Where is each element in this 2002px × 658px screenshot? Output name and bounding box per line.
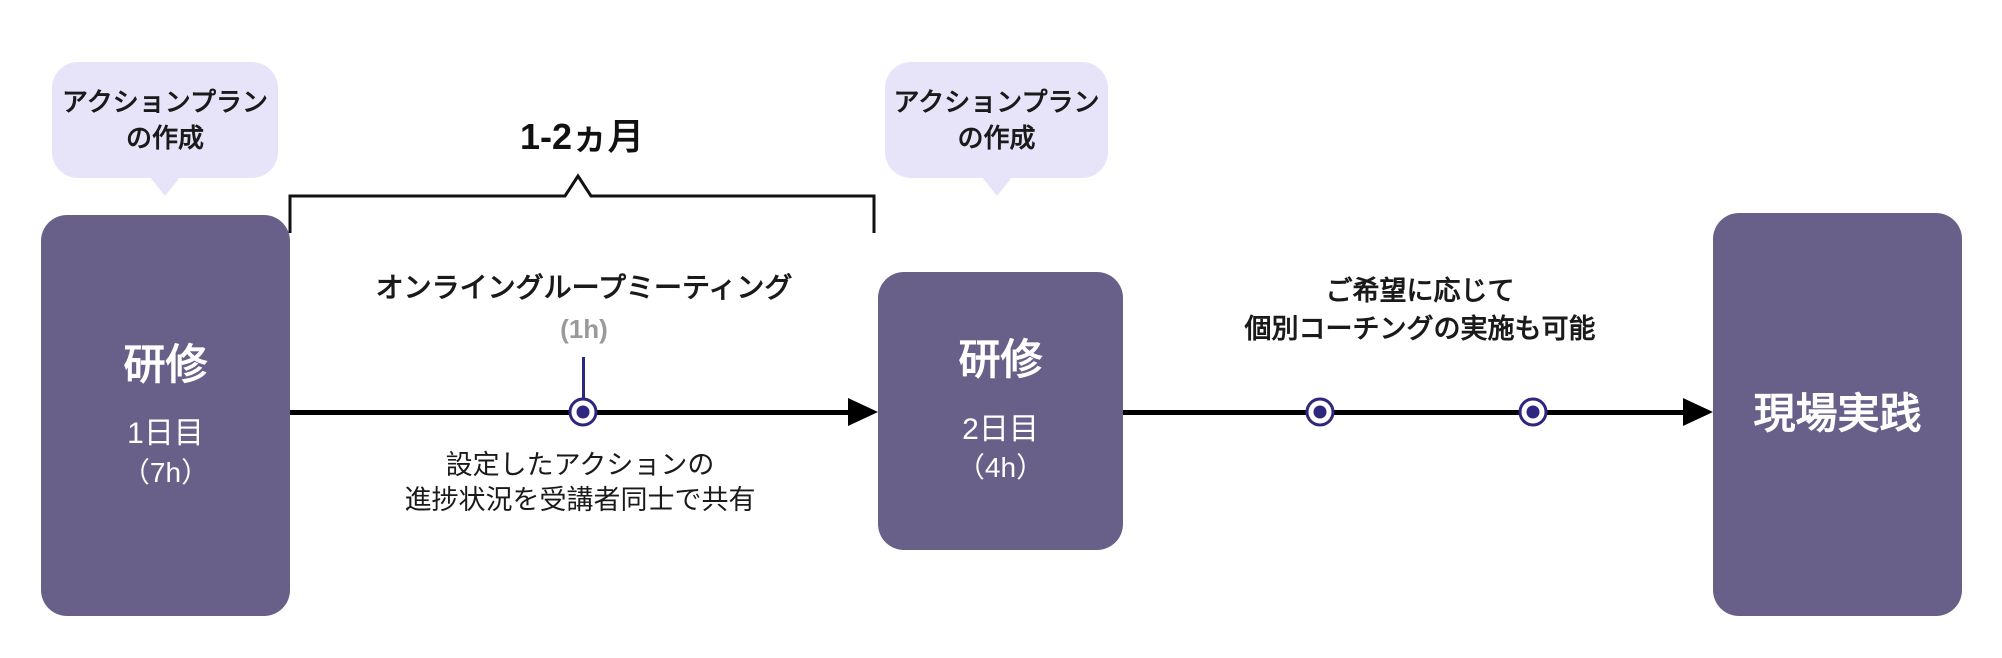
arrow-head-right-icon <box>1683 398 1713 426</box>
stage1-title: 研修 <box>123 340 208 388</box>
arrow-head-right-icon <box>848 398 878 426</box>
online-meeting-title: オンライングループミーティング <box>375 272 793 303</box>
milestone-marker-icon <box>568 397 598 427</box>
stage-box-training-day2: 研修 2日目 （4h） <box>878 272 1123 550</box>
marker-dot-icon <box>576 405 590 419</box>
online-meeting-note: 設定したアクションの 進捗状況を受講者同士で共有 <box>405 448 756 518</box>
duration-bracket-icon <box>288 173 876 233</box>
action-plan-bubble-2-line1: アクションプラン <box>893 87 1100 117</box>
meeting-connector-line <box>582 357 585 398</box>
action-plan-bubble-1-line1: アクションプラン <box>62 87 268 117</box>
coaching-note-line1: ご希望に応じて <box>1325 276 1515 306</box>
timeline-arrow-2 <box>1123 410 1685 415</box>
online-meeting-duration: (1h) <box>560 314 608 344</box>
action-plan-bubble-2-line2: の作成 <box>957 123 1036 153</box>
stage3-title: 現場実践 <box>1753 390 1922 438</box>
action-plan-bubble-1: アクションプラン の作成 <box>52 62 278 196</box>
milestone-marker-icon <box>1305 397 1335 427</box>
marker-dot-icon <box>1313 405 1327 419</box>
action-plan-bubble-1-line2: の作成 <box>125 123 204 153</box>
stage2-subtitle: 2日目 <box>962 412 1039 446</box>
bubble-tail-down-icon <box>149 176 181 196</box>
stage2-hours: （4h） <box>956 452 1045 484</box>
duration-bracket-label: 1-2ヵ月 <box>519 116 645 157</box>
coaching-note-line2: 個別コーチングの実施も可能 <box>1244 314 1596 344</box>
milestone-marker-icon <box>1518 397 1548 427</box>
stage-box-practice: 現場実践 <box>1713 213 1962 616</box>
stage-box-training-day1: 研修 1日目 （7h） <box>41 215 290 616</box>
stage2-title: 研修 <box>958 336 1043 384</box>
coaching-note: ご希望に応じて 個別コーチングの実施も可能 <box>1245 272 1596 348</box>
bubble-tail-down-icon <box>980 176 1013 196</box>
marker-dot-icon <box>1526 405 1540 419</box>
action-plan-bubble-2: アクションプラン の作成 <box>885 62 1108 196</box>
stage1-hours: （7h） <box>121 456 210 488</box>
online-meeting-note-line1: 設定したアクションの <box>445 450 715 480</box>
stage1-subtitle: 1日目 <box>127 417 204 451</box>
online-meeting-note-line2: 進捗状況を受講者同士で共有 <box>404 485 756 515</box>
